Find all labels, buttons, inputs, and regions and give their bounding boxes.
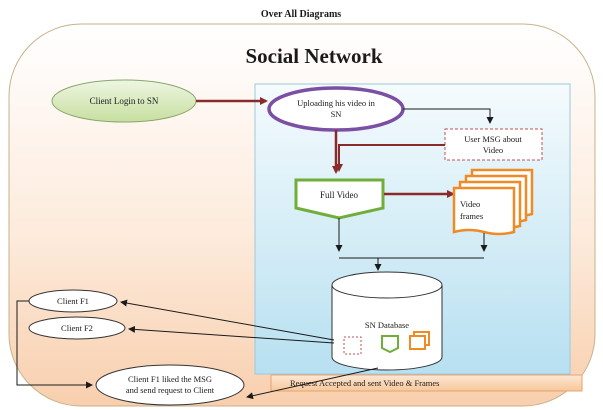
request-banner-label: Request Accepted and sent Video & Frames (290, 378, 439, 388)
full-video-label: Full Video (320, 190, 359, 200)
user-msg-label-line1: User MSG about (464, 134, 522, 144)
db-to-liked-arrow (246, 367, 379, 400)
client-f2-node (28, 316, 126, 340)
msg-to-video-arrow (335, 144, 445, 172)
panel-title: Social Network (245, 44, 382, 68)
db-video-item (381, 335, 399, 354)
client-f1-label: Client F1 (57, 296, 89, 306)
uploading-label-line1: Uploading his video in (297, 98, 375, 108)
full-video-node (294, 178, 385, 220)
user-msg-box (444, 128, 543, 161)
video-frames-label-line2: frames (460, 211, 483, 221)
db-msg-item (343, 336, 362, 355)
db-to-f2-arrow (128, 325, 335, 344)
f1-to-liked-connector (16, 300, 93, 389)
client-liked-node (95, 364, 245, 406)
database-label: SN Database (365, 320, 409, 330)
uploading-label-line2: SN (331, 109, 342, 119)
client-liked-label-line2: and send request to Client (126, 385, 215, 395)
upload-to-msg-connector (403, 108, 494, 124)
client-liked-label-line1: Client F1 liked the MSG (128, 374, 212, 384)
client-login-label: Client Login to SN (90, 96, 159, 106)
request-banner (270, 374, 583, 392)
page-title: Over All Diagrams (261, 9, 341, 20)
video-frames-label-line1: Video (460, 199, 480, 209)
user-msg-label-line2: Video (483, 145, 503, 155)
db-frames-item (409, 331, 430, 350)
client-f2-label: Client F2 (61, 323, 93, 333)
db-to-f1-arrow (120, 299, 335, 341)
video-frames-node (452, 168, 534, 236)
